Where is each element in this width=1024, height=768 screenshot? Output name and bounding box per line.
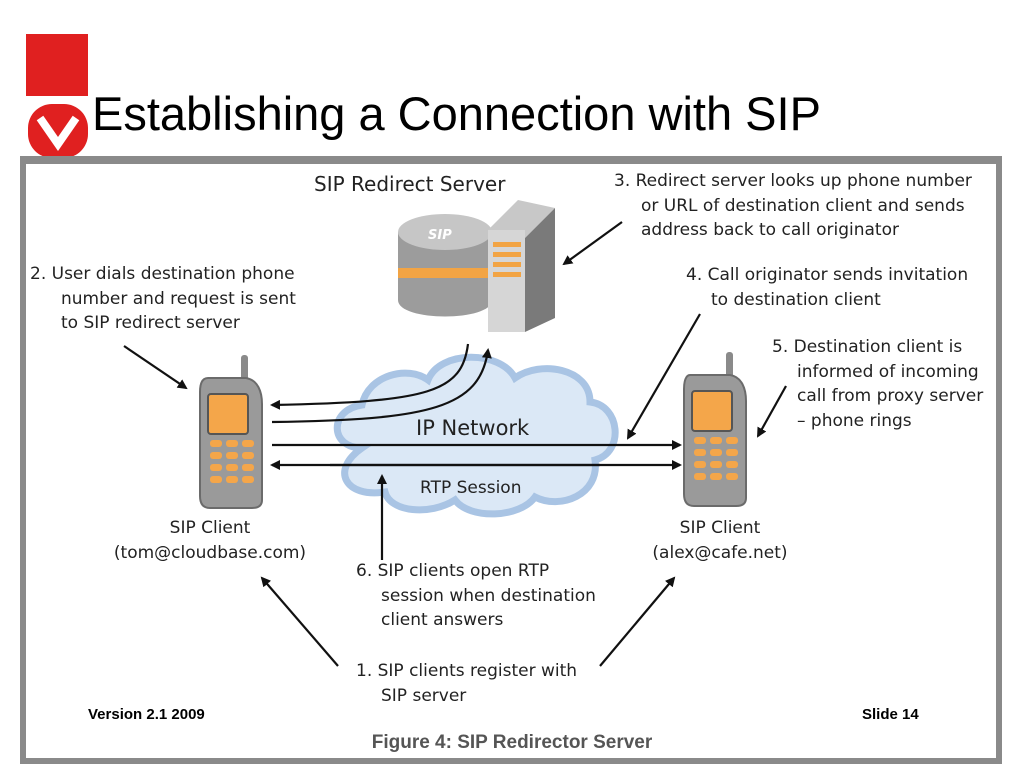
left-client-label: SIP Client (tom@cloudbase.com) — [110, 516, 310, 565]
sip-badge: SIP — [428, 228, 452, 243]
right-client-label: SIP Client (alex@cafe.net) — [620, 516, 820, 565]
footer-slide-number: Slide 14 — [862, 706, 919, 723]
arrow-step5 — [757, 385, 787, 438]
step-1-text: 1. SIP clients register with SIP server — [356, 661, 578, 706]
left-client-address: (tom@cloudbase.com) — [113, 542, 307, 563]
company-logo — [26, 34, 88, 158]
arrow-step1-left — [260, 576, 339, 667]
footer-version: Version 2.1 2009 — [88, 706, 205, 723]
arrow-redirect-reply — [270, 343, 470, 410]
step-2-text: 2. User dials destination phone number a… — [30, 264, 296, 333]
server-title: SIP Redirect Server — [314, 172, 506, 196]
figure-caption: Figure 4: SIP Redirector Server — [371, 732, 653, 753]
arrow-step2 — [123, 345, 188, 390]
arrow-step1-right — [599, 576, 676, 667]
step-4-text: 4. Call originator sends invitation to d… — [686, 265, 969, 310]
right-client-name: SIP Client — [679, 518, 761, 538]
left-phone-icon — [199, 355, 263, 509]
step-6-text: 6. SIP clients open RTP session when des… — [356, 561, 596, 630]
ip-network-label: IP Network — [416, 416, 530, 440]
sip-server-icon — [398, 200, 555, 332]
rtp-session-label: RTP Session — [420, 478, 522, 498]
step-3-text: 3. Redirect server looks up phone number… — [614, 171, 972, 240]
step-5-text: 5. Destination client is informed of inc… — [772, 337, 984, 431]
arrow-redirect-request — [271, 348, 492, 424]
right-client-address: (alex@cafe.net) — [652, 542, 788, 563]
arrow-step3 — [562, 221, 623, 266]
left-client-name: SIP Client — [169, 518, 251, 538]
slide-title: Establishing a Connection with SIP — [92, 87, 821, 140]
right-phone-icon — [683, 352, 747, 507]
arrow-step4 — [626, 313, 701, 440]
